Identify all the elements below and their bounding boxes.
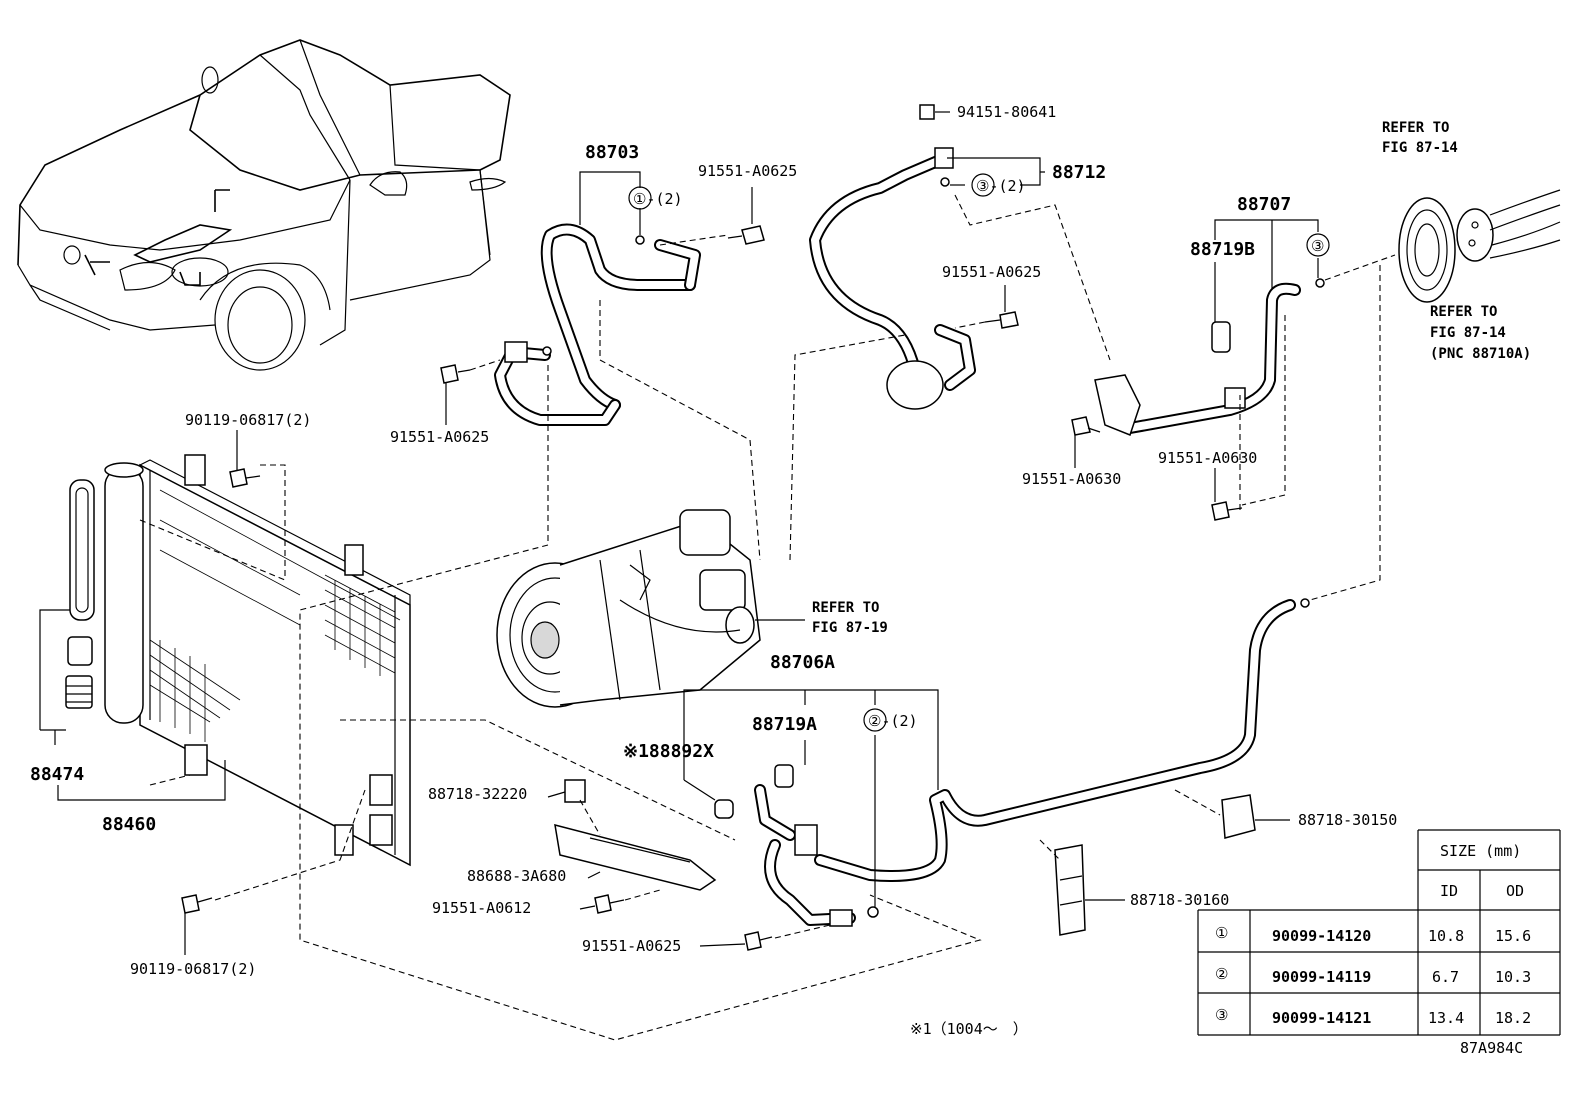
label-88460: 88460	[102, 814, 156, 835]
row-3-od: 18.2	[1495, 1009, 1531, 1027]
clutch-assembly	[1398, 189, 1561, 303]
row-2-mark: ②	[1215, 965, 1228, 983]
label-bolt-top-left: 91551-A0625	[698, 162, 797, 180]
oring-1-mark	[628, 186, 652, 210]
label-88718-30150: 88718-30150	[1298, 811, 1397, 829]
leader-lines	[39, 111, 1319, 955]
size-table: SIZE (mm) ID OD ① 90099-14120 10.8 15.6 …	[1197, 829, 1561, 1036]
part-labels: 88703 91551-A0625 94151-80641 88712 9155…	[30, 103, 1531, 1057]
label-oring-2: ②-(2)	[868, 712, 918, 730]
row-2-od: 10.3	[1495, 968, 1531, 986]
label-88718-32220: 88718-32220	[428, 785, 527, 803]
size-table-title: SIZE (mm)	[1440, 842, 1521, 860]
label-94151: 94151-80641	[957, 103, 1056, 121]
oring-3-single-mark	[1306, 233, 1330, 257]
label-88712: 88712	[1052, 162, 1106, 183]
refer-right-line3: (PNC 88710A)	[1430, 346, 1531, 362]
hose-88703	[494, 223, 701, 426]
pipe-88706A	[754, 598, 1310, 927]
refer-comp-line2: FIG 87-19	[812, 620, 888, 636]
row-3-mark: ③	[1215, 1006, 1228, 1024]
pipe-88707	[1094, 278, 1325, 436]
label-oring-1: ①-(2)	[633, 190, 683, 208]
car-illustration	[17, 39, 511, 371]
clamps-brackets	[554, 779, 1256, 936]
refer-top-line2: FIG 87-14	[1382, 140, 1458, 156]
label-88474: 88474	[30, 764, 84, 785]
oring-2-mark	[863, 708, 887, 732]
refer-right-line1: REFER TO	[1430, 304, 1497, 320]
table-row: ② 90099-14119 6.7 10.3	[1215, 965, 1531, 986]
label-90119-top: 90119-06817(2)	[185, 411, 311, 429]
oring-3-mark	[971, 173, 995, 197]
label-90119-bottom: 90119-06817(2)	[130, 960, 256, 978]
figure-code: 87A984C	[1460, 1039, 1523, 1057]
label-bolt-bottom: 91551-A0625	[582, 937, 681, 955]
table-row: ③ 90099-14121 13.4 18.2	[1215, 1006, 1531, 1027]
label-88719A: 88719A	[752, 714, 817, 735]
size-table-col-od: OD	[1506, 882, 1524, 900]
dryer-parts	[65, 479, 95, 709]
label-bolt-a0612: 91551-A0612	[432, 899, 531, 917]
row-2-part: 90099-14119	[1272, 968, 1371, 986]
refer-comp-line1: REFER TO	[812, 600, 879, 616]
row-3-id: 13.4	[1428, 1009, 1464, 1027]
label-88703: 88703	[585, 142, 639, 163]
label-bolt-mid: 91551-A0625	[942, 263, 1041, 281]
label-bolt-left-mid: 91551-A0625	[390, 428, 489, 446]
row-1-part: 90099-14120	[1272, 927, 1371, 945]
label-oring-3-single: ③	[1311, 237, 1324, 255]
label-88719B: 88719B	[1190, 239, 1255, 260]
footnote: ※1（1004～ ）	[910, 1020, 1028, 1038]
row-1-mark: ①	[1215, 924, 1228, 942]
refer-top-line1: REFER TO	[1382, 120, 1449, 136]
label-oring-3: ③-(2)	[976, 177, 1026, 195]
condenser-fins	[149, 489, 401, 742]
fasteners	[181, 225, 1243, 951]
label-88718-30160: 88718-30160	[1130, 891, 1229, 909]
label-bolt-a0630-left: 91551-A0630	[1022, 470, 1121, 488]
label-88688-3A680: 88688-3A680	[467, 867, 566, 885]
condenser	[104, 454, 411, 867]
row-3-part: 90099-14121	[1272, 1009, 1371, 1027]
label-88707: 88707	[1237, 194, 1291, 215]
row-2-id: 6.7	[1432, 968, 1459, 986]
label-bolt-a0630-right: 91551-A0630	[1158, 449, 1257, 467]
table-row: ① 90099-14120 10.8 15.6	[1215, 924, 1531, 945]
row-1-od: 15.6	[1495, 927, 1531, 945]
row-1-id: 10.8	[1428, 927, 1464, 945]
dashed-guide-lines	[139, 194, 1396, 1041]
label-88706A: 88706A	[770, 652, 835, 673]
label-88892X: ※188892X	[623, 741, 714, 762]
refer-right-line2: FIG 87-14	[1430, 325, 1506, 341]
hose-88712	[809, 104, 976, 410]
size-table-col-id: ID	[1440, 882, 1458, 900]
compressor	[496, 509, 761, 708]
